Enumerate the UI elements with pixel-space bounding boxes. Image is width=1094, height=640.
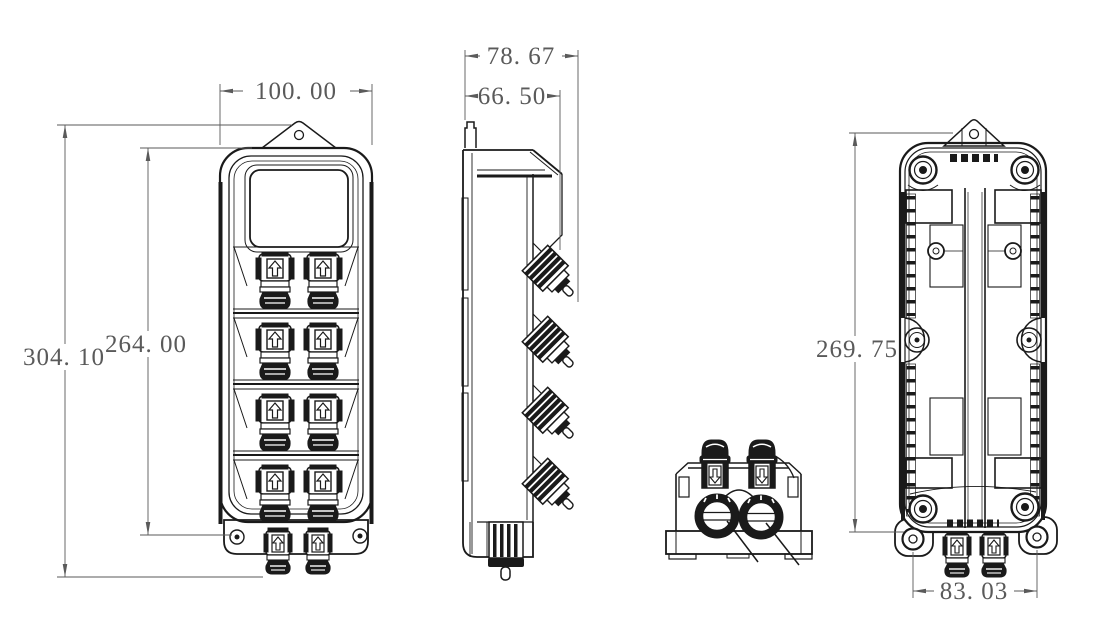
cable-leader-lines — [726, 454, 800, 566]
back-side-bosses — [904, 317, 1042, 363]
bottom-view — [665, 439, 813, 566]
back-body-outline — [898, 141, 1048, 534]
bottom-base-flange — [665, 530, 813, 555]
dim-back-hole-spacing-value: 83. 03 — [940, 578, 1009, 605]
front-view — [218, 120, 374, 575]
dim-side-overall-depth: 78. 67 — [465, 43, 578, 70]
back-mount-tab — [942, 119, 1006, 147]
dim-side-overall-depth-value: 78. 67 — [487, 43, 556, 70]
dim-front-width-value: 100. 00 — [255, 78, 337, 105]
side-view — [461, 121, 586, 581]
dim-front-overall-height-value: 304. 10 — [23, 344, 105, 371]
dimension-annotations: 100. 00 304. 10 264. 00 78. 67 66. 50 — [23, 43, 1038, 605]
dim-side-body-depth: 66. 50 — [465, 83, 560, 110]
dim-back-hole-spacing: 83. 03 — [913, 578, 1037, 605]
front-connector-rows — [233, 246, 359, 500]
side-bottom-connector — [488, 521, 524, 581]
front-window — [249, 169, 349, 248]
back-pad — [905, 189, 953, 224]
front-window-outer — [244, 164, 354, 253]
front-ear-holes — [229, 528, 368, 545]
dim-back-height: 269. 75 — [816, 133, 898, 532]
dim-front-body-height: 264. 00 — [105, 148, 187, 535]
front-mount-tab — [259, 120, 339, 149]
front-flange — [223, 519, 369, 555]
dim-front-overall-height: 304. 10 — [23, 125, 105, 577]
dim-front-width: 100. 00 — [220, 78, 372, 105]
back-view — [894, 119, 1058, 578]
dim-side-body-depth-value: 66. 50 — [478, 83, 547, 110]
side-mount-tab — [464, 121, 477, 148]
dim-front-body-height-value: 264. 00 — [105, 331, 187, 358]
front-body-outline — [218, 146, 374, 524]
dim-back-height-value: 269. 75 — [816, 336, 898, 363]
